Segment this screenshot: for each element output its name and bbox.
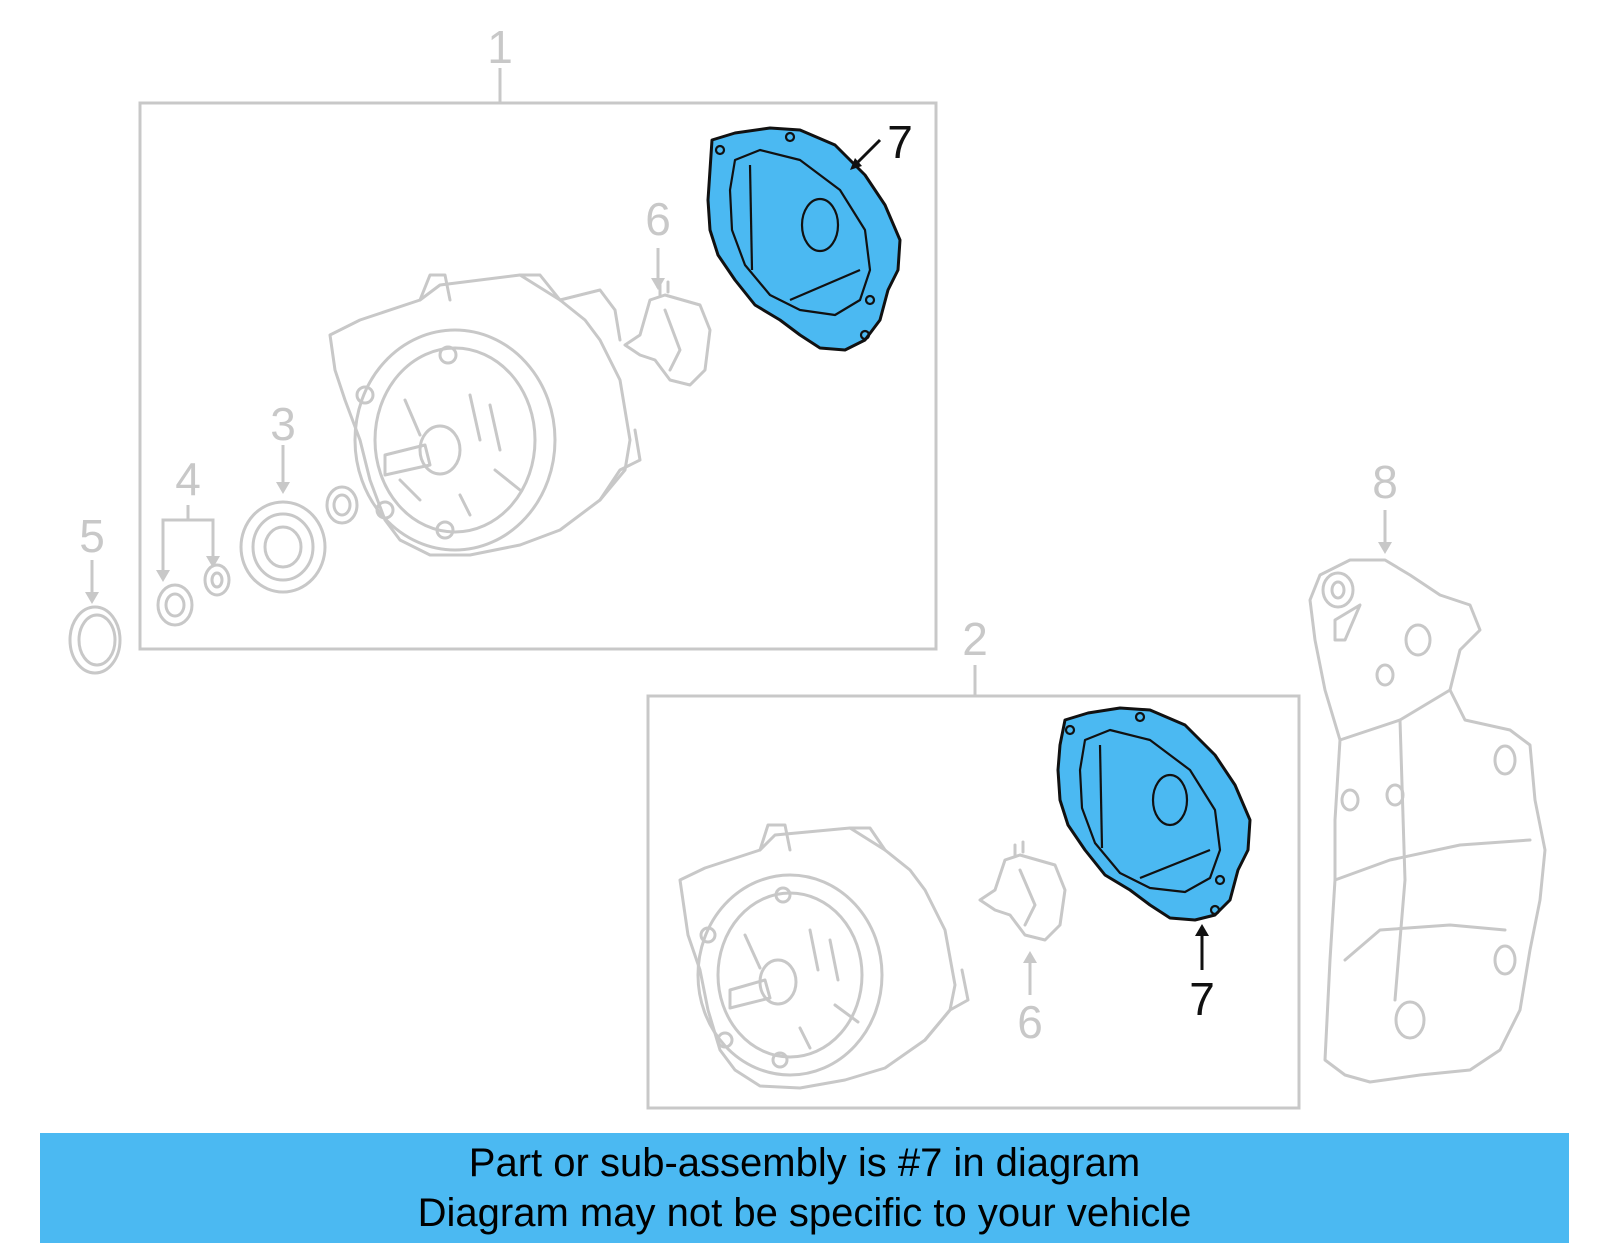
mounting-bracket: 8 [1308, 456, 1547, 1084]
callout-3: 3 [270, 398, 296, 450]
regulator-bottom: 6 [978, 840, 1067, 1048]
part-7-top: 7 [706, 116, 913, 352]
callout-8: 8 [1372, 456, 1398, 508]
cap: 5 [68, 510, 122, 675]
nut-washer: 4 [156, 453, 231, 627]
alternator-bottom [678, 823, 970, 1090]
callout-7-bottom: 7 [1189, 973, 1215, 1025]
callout-6-bottom: 6 [1017, 996, 1043, 1048]
callout-4: 4 [175, 453, 201, 505]
pulley: 3 [239, 398, 359, 594]
callout-1: 1 [487, 21, 513, 73]
assembly-1-frame [138, 101, 938, 651]
callout-5: 5 [79, 510, 105, 562]
callout-7-top: 7 [887, 116, 913, 168]
alternator-top [328, 273, 642, 557]
info-banner: Part or sub-assembly is #7 in diagram Di… [40, 1133, 1569, 1243]
banner-line-1: Part or sub-assembly is #7 in diagram [468, 1141, 1141, 1185]
callout-6-top: 6 [645, 193, 671, 245]
part-7-bottom: 7 [1056, 706, 1252, 1025]
regulator-top: 6 [623, 193, 712, 387]
assembly-1-group: 1 [138, 21, 938, 651]
callout-2: 2 [962, 613, 988, 665]
assembly-2-group: 2 [646, 613, 1301, 1110]
banner-line-2: Diagram may not be specific to your vehi… [417, 1191, 1192, 1235]
